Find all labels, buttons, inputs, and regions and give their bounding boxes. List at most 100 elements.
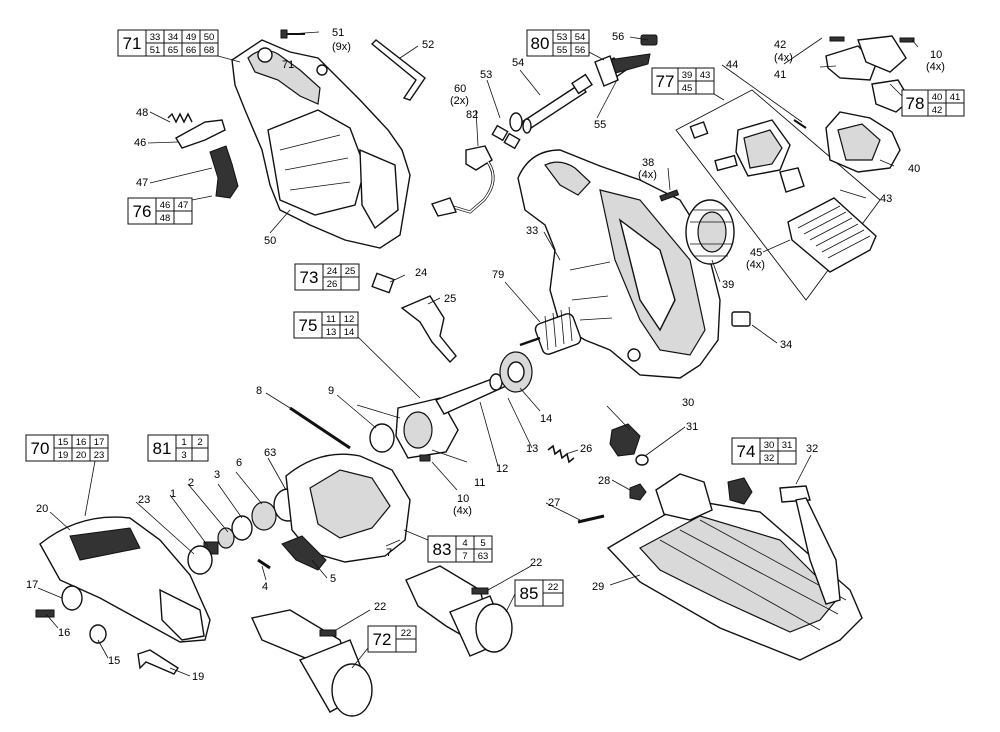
kit-part: 43 <box>700 70 711 81</box>
part-label: 24 <box>415 267 427 279</box>
kit-callout-85: 85 22 <box>505 579 564 613</box>
kit-part: 41 <box>950 92 961 103</box>
washer-part <box>522 118 532 134</box>
part-label: 10 <box>457 493 469 505</box>
screw-part <box>319 629 337 637</box>
kit-part: 23 <box>94 450 105 461</box>
bushing-part <box>89 624 107 644</box>
kit-part: 1 <box>181 437 186 448</box>
kit-part: 46 <box>160 200 171 211</box>
kit-part: 40 <box>932 92 943 103</box>
kit-number: 81 <box>153 439 172 458</box>
kit-part: 31 <box>782 440 793 451</box>
kit-callout-71: 71 33 34 49 50 51 65 66 68 <box>117 29 241 63</box>
spindle-part <box>434 373 508 415</box>
part-labels: 51 (9x) 52 56 42 (4x) 10 (4x) 41 71 60 (… <box>26 27 945 683</box>
lever-part <box>281 535 327 571</box>
kit-part: 25 <box>345 266 356 277</box>
part-label: (4x) <box>746 259 765 271</box>
kit-part: 12 <box>344 314 355 325</box>
lower-guard-part <box>39 516 211 643</box>
part-label: (4x) <box>774 52 793 64</box>
leader-lines <box>37 31 919 677</box>
kit-part: 13 <box>326 327 337 338</box>
part-label: 63 <box>264 447 276 459</box>
part-label: 16 <box>58 627 70 639</box>
kit-part: 48 <box>160 213 171 224</box>
wire-harness-part <box>431 145 495 217</box>
part-label: 2 <box>188 477 194 489</box>
gear-case-part <box>825 79 911 173</box>
kit-callout-74: 74 30 31 32 <box>731 437 797 465</box>
dust-port-part <box>251 609 373 717</box>
connector-part <box>491 124 509 142</box>
part-label: 19 <box>192 671 204 683</box>
part-label: 9 <box>328 385 334 397</box>
motor-housing-part <box>231 39 411 249</box>
part-label: 1 <box>170 488 176 500</box>
electronics-part <box>689 119 805 193</box>
kit-part: 65 <box>168 45 179 56</box>
washer-part <box>231 515 253 541</box>
kit-number: 75 <box>299 316 318 335</box>
trigger-part <box>209 145 239 199</box>
kit-callout-80: 80 53 54 55 56 <box>526 29 605 61</box>
part-label: 82 <box>466 109 478 121</box>
kit-number: 80 <box>531 34 550 53</box>
part-label: 56 <box>612 31 624 43</box>
part-label: (2x) <box>450 95 469 107</box>
kit-part: 53 <box>557 32 568 43</box>
kit-part: 7 <box>462 551 467 562</box>
washer-part <box>509 112 523 132</box>
part-label: (9x) <box>332 41 351 53</box>
part-label: 46 <box>134 137 146 149</box>
kit-part: 11 <box>326 314 336 325</box>
part-label: 79 <box>492 269 504 281</box>
spring-part <box>547 444 575 464</box>
part-label: 42 <box>774 39 786 51</box>
part-label: 14 <box>540 413 552 425</box>
part-label: 45 <box>750 247 762 259</box>
part-label: 38 <box>642 157 654 169</box>
hex-key-part <box>370 39 426 101</box>
gear-part <box>499 351 533 393</box>
bearing-part <box>369 423 395 453</box>
kit-number: 72 <box>373 630 392 649</box>
part-label: 15 <box>108 655 120 667</box>
screw-part <box>659 189 680 202</box>
kit-part: 22 <box>401 628 412 639</box>
long-screw-part <box>289 406 351 450</box>
upper-guard-part <box>285 453 411 563</box>
kit-callout-70: 70 15 16 17 19 20 23 <box>25 434 109 462</box>
part-label: 29 <box>592 581 604 593</box>
kit-number: 74 <box>737 442 756 461</box>
kit-number: 70 <box>31 439 50 458</box>
kit-part: 30 <box>764 440 775 451</box>
part-label: 13 <box>526 443 538 455</box>
lever-part <box>594 53 651 87</box>
part-label: 32 <box>806 443 818 455</box>
part-label: 33 <box>526 225 538 237</box>
kit-part: 63 <box>478 551 489 562</box>
connector-part <box>503 132 521 150</box>
kit-part: 24 <box>327 266 338 277</box>
dust-port-part <box>405 565 513 657</box>
kit-part: 66 <box>186 45 197 56</box>
kit-number: 85 <box>520 584 539 603</box>
o-ring-part <box>187 545 213 575</box>
part-label: 3 <box>214 469 220 481</box>
part-label: 41 <box>774 69 786 81</box>
kit-part: 14 <box>344 327 355 338</box>
kit-callout-72: 72 22 <box>351 625 417 669</box>
kit-number: 77 <box>656 72 675 91</box>
part-label: 8 <box>256 385 262 397</box>
flange-part <box>217 527 235 549</box>
kit-number: 83 <box>433 540 452 559</box>
kit-part: 34 <box>168 32 179 43</box>
kit-part: 45 <box>682 83 693 94</box>
part-label: 17 <box>26 579 38 591</box>
kit-part: 17 <box>94 437 105 448</box>
bearing-part <box>251 501 277 531</box>
part-label: 71 <box>282 59 294 71</box>
pin-part <box>793 119 807 129</box>
